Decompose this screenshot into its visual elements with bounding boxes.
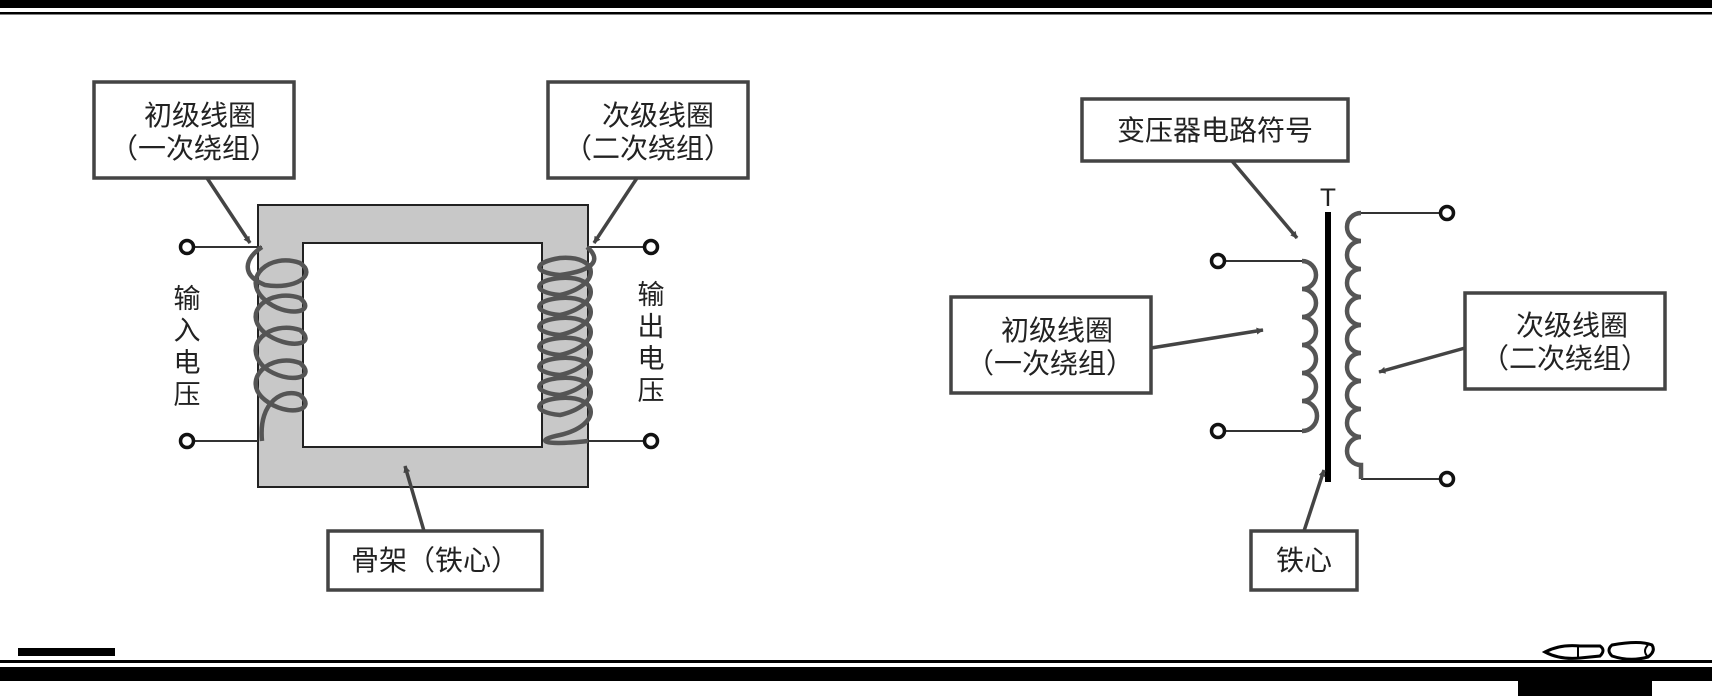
symbol-primary-label-line1: 初级线圈: [1001, 314, 1113, 347]
top-rule-thin: [0, 12, 1712, 15]
symbol-primary-terminal-top: [1209, 252, 1227, 270]
primary-coil-label-line2: （一次绕组）: [110, 132, 278, 165]
symbol-secondary-winding: [1344, 210, 1364, 479]
symbol-secondary-terminal-bottom: [1438, 470, 1456, 488]
symbol-primary-terminal-bottom: [1209, 422, 1227, 440]
bottom-right-tab: [1518, 681, 1652, 696]
symbol-core-arrow: [1302, 469, 1326, 532]
symbol-secondary-label-line2: （二次绕组）: [1481, 342, 1649, 375]
symbol-letter: T: [1320, 184, 1336, 212]
top-rule-thick: [0, 0, 1712, 8]
iron-core: [257, 204, 589, 488]
svg-text:出: 出: [638, 312, 665, 343]
symbol-core-bar: [1325, 212, 1331, 482]
bottom-rule-thin: [0, 660, 1712, 663]
symbol-primary-winding: [1301, 258, 1320, 434]
bottom-left-tab: [18, 648, 115, 656]
svg-text:入: 入: [174, 316, 201, 347]
svg-text:压: 压: [638, 376, 665, 407]
input-terminal-bottom: [178, 432, 196, 450]
secondary-coil-label-line2: （二次绕组）: [564, 132, 732, 165]
secondary-coil-label-line1: 次级线圈: [602, 99, 714, 132]
core-label-box: [326, 529, 544, 592]
symbol-primary-label-line2: （一次绕组）: [966, 347, 1134, 380]
symbol-secondary-arrow: [1378, 346, 1466, 374]
svg-text:电: 电: [174, 348, 201, 379]
symbol-title-box: [1080, 97, 1350, 163]
bottom-rule-thick: [0, 667, 1712, 681]
primary-coil-arrow: [205, 177, 252, 244]
symbol-title: 变压器电路符号: [1117, 114, 1313, 147]
input-voltage-label: 输 入 电 压: [174, 284, 201, 411]
symbol-secondary-label-line1: 次级线圈: [1516, 309, 1628, 342]
transformer-structure-diagram: 初级线圈 （一次绕组） 次级线圈 （二次绕组） 骨架（铁心） 输 入 电 压 输…: [92, 80, 750, 592]
primary-coil-label-line1: 初级线圈: [144, 99, 256, 132]
input-terminal-top: [178, 238, 196, 256]
symbol-secondary-label-box: [1463, 291, 1667, 391]
core-label: 骨架（铁心）: [351, 544, 519, 577]
primary-coil-winding: [245, 245, 309, 442]
symbol-primary-arrow: [1150, 327, 1264, 350]
pencil-icon: [1541, 641, 1655, 661]
symbol-secondary-terminal-top: [1438, 204, 1456, 222]
transformer-circuit-symbol-diagram: T 变压器电路符号 初级线圈 （一次绕组） 次级线圈 （二次绕组） 铁心: [949, 97, 1667, 592]
secondary-coil-winding: [537, 245, 597, 446]
svg-text:电: 电: [638, 344, 665, 375]
secondary-coil-arrow: [592, 177, 639, 244]
svg-text:输: 输: [174, 284, 201, 315]
primary-coil-label-box: [92, 80, 296, 180]
output-voltage-label: 输 出 电 压: [638, 280, 665, 407]
output-terminal-top: [642, 238, 660, 256]
symbol-core-label: 铁心: [1276, 544, 1332, 577]
core-arrow: [403, 465, 426, 532]
symbol-title-arrow: [1230, 159, 1299, 240]
symbol-primary-label-box: [949, 295, 1153, 395]
secondary-coil-label-box: [546, 80, 750, 180]
svg-text:压: 压: [174, 380, 201, 411]
svg-text:输: 输: [638, 280, 665, 311]
output-terminal-bottom: [642, 432, 660, 450]
